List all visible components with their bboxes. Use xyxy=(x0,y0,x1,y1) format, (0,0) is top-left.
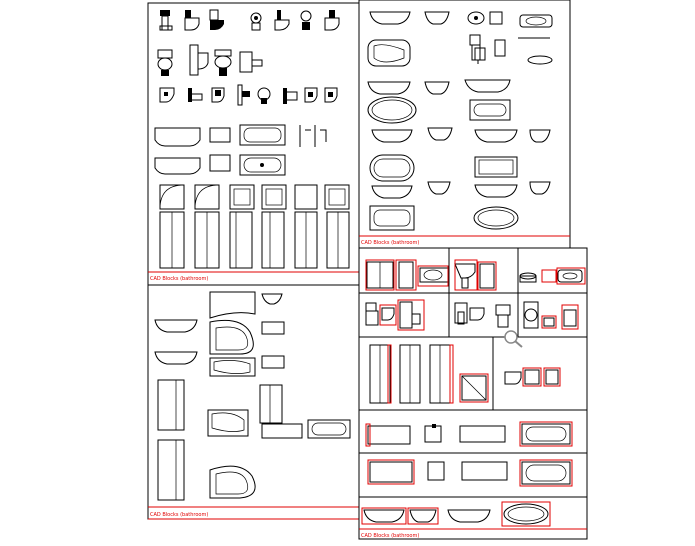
sheet-bottom-left: CAD Blocks (bathroom) xyxy=(147,284,360,520)
toilet-row-2 xyxy=(157,44,263,76)
magnifier-icon[interactable] xyxy=(504,330,523,348)
bath-row-2 xyxy=(154,154,286,176)
toilet-row-3 xyxy=(159,84,338,106)
freestanding-bath-column-2 xyxy=(424,11,453,195)
sheet-bottom-right: CAD Blocks (bathroom) xyxy=(358,247,588,540)
toilet-row-1 xyxy=(159,9,340,31)
sanitary-column-4 xyxy=(474,11,553,195)
sheet-top-left: CAD Blocks (bathroom) xyxy=(147,2,360,286)
freestanding-bath-column-1 xyxy=(367,11,417,231)
sheet-bottom-left-label: CAD Blocks (bathroom) xyxy=(150,512,208,518)
shower-bath-screen-row xyxy=(157,379,351,501)
sheet-top-right-border xyxy=(358,0,571,249)
sanitary-column-3 xyxy=(464,11,519,230)
shower-tray-row xyxy=(159,184,350,210)
sheet-top-left-label: CAD Blocks (bathroom) xyxy=(150,276,208,282)
sheet-top-right-label: CAD Blocks (bathroom) xyxy=(361,240,419,246)
bath-row-1 xyxy=(154,124,327,147)
sheet-bottom-right-border xyxy=(358,247,588,540)
corner-bath-row xyxy=(154,291,285,377)
shower-enclosure-row xyxy=(159,211,350,269)
sheet-top-right: CAD Blocks (bathroom) xyxy=(358,0,571,249)
sheet-bottom-right-label: CAD Blocks (bathroom) xyxy=(361,533,419,539)
